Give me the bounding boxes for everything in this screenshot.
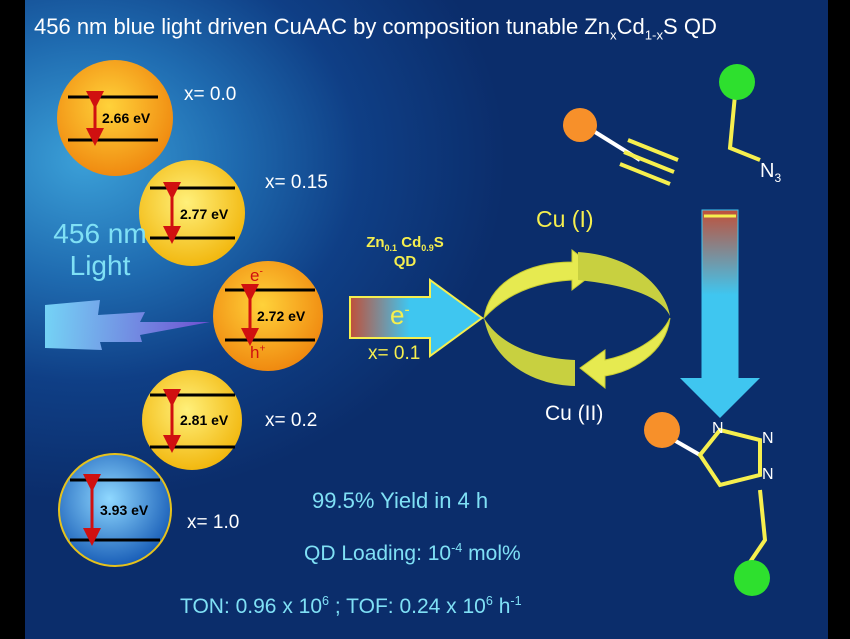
ton-tof-text: TON: 0.96 x 106 ; TOF: 0.24 x 106 h-1 (180, 594, 522, 618)
cycle-arrow-bottom (579, 317, 671, 390)
triazole-n3: N (762, 466, 774, 483)
light-bolt-icon (45, 300, 210, 350)
band-gap-label: 2.77 eV (180, 206, 229, 222)
azide-molecule (719, 64, 761, 162)
hole-label: h+ (250, 343, 266, 362)
electron-arrow-label: e- (390, 300, 410, 330)
catalyst-label: Zn0.1 Cd0.9S QD (366, 234, 444, 270)
yield-text: 99.5% Yield in 4 h (312, 488, 489, 513)
band-gap-label: 2.72 eV (257, 308, 306, 324)
loading-text: QD Loading: 10-4 mol% (304, 541, 521, 565)
cycle-arrow-right (578, 252, 670, 316)
qd-x015 (139, 160, 245, 266)
alkyne-molecule (563, 108, 679, 186)
qd-x02 (142, 370, 242, 470)
reaction-arrow (680, 209, 760, 418)
cycle-arrow-left (484, 318, 575, 386)
qd-x0 (57, 60, 173, 176)
qd-composition-label: x= 1.0 (187, 512, 240, 533)
page-title: 456 nm blue light driven CuAAC by compos… (34, 14, 717, 43)
band-gap-label: 2.66 eV (102, 110, 151, 126)
azide-label: N3 (760, 160, 782, 185)
band-gap-label: 2.81 eV (180, 412, 229, 428)
electron-label: e- (250, 266, 263, 285)
qd-x01 (213, 261, 323, 371)
cu-i-label: Cu (I) (536, 206, 594, 232)
qd-composition-label: x= 0.0 (184, 84, 237, 105)
triazole-n1: N (712, 420, 724, 437)
triazole-n2: N (762, 430, 774, 447)
qd-x1 (58, 453, 172, 567)
triazole-product (644, 412, 770, 596)
qd-composition-label: x= 0.1 (368, 343, 421, 364)
cu-ii-label: Cu (II) (545, 402, 604, 425)
qd-composition-label: x= 0.15 (265, 172, 328, 193)
qd-composition-label: x= 0.2 (265, 410, 318, 431)
band-gap-label: 3.93 eV (100, 502, 149, 518)
electron-transfer-arrow (349, 278, 484, 358)
